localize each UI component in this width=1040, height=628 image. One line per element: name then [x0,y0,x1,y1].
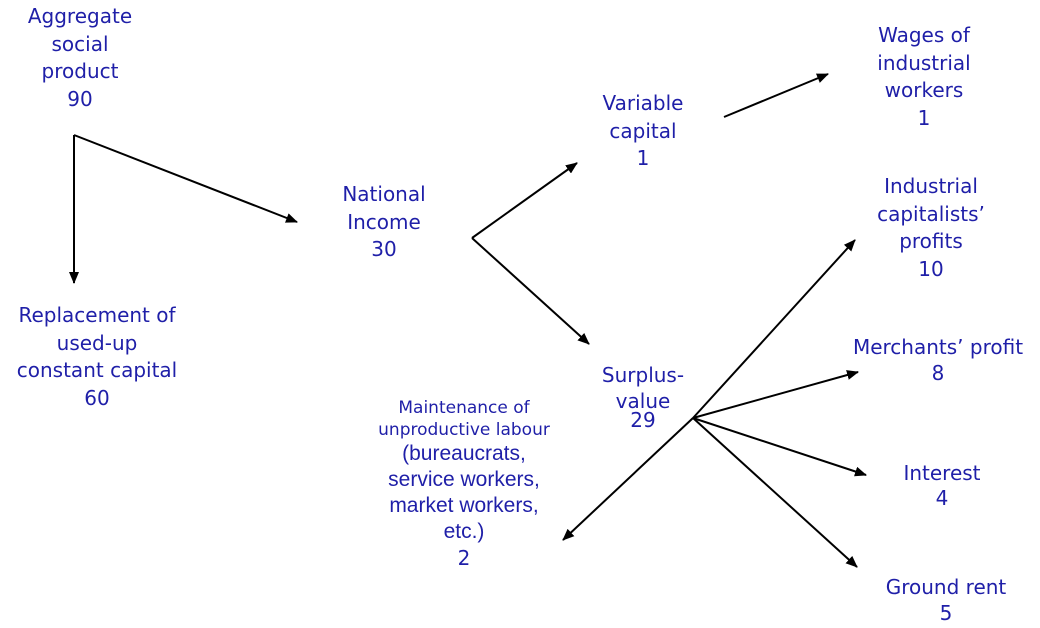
node-label-line: profits [899,229,963,253]
node-value: 30 [371,237,397,261]
node-label-line: industrial [877,50,971,75]
node-label-line: social [51,31,109,56]
node-industrial-capitalists-profits: Industrial capitalists’ profits 10 [856,173,1006,283]
node-label-line: workers [884,78,964,102]
edge-surplus-to-unproductive [562,417,694,541]
edge-surplus-to-merchants-profit [692,370,859,419]
node-aggregate-social-product: Aggregate social product 90 [0,3,160,113]
node-label-line: Variable [602,91,684,115]
edge-national-income-to-surplus-value [471,237,590,345]
node-label-line: capital [609,118,677,143]
edge-aggregate-to-national-income [73,134,298,223]
node-label-line: Maintenance of [398,398,530,418]
node-detail-line: service workers, [388,468,540,491]
node-value: 1 [917,105,931,130]
node-detail-line: etc.) [443,520,485,543]
node-merchants-profit: Merchants’ profit 8 [838,334,1038,386]
node-label-line: used-up [56,330,138,355]
node-label-line: unproductive labour [378,420,550,440]
node-label-line: Income [347,209,421,234]
node-value: 2 [457,546,471,570]
node-national-income: National Income 30 [324,181,444,264]
node-detail-line: market workers, [389,494,539,517]
node-label-line: National [342,182,426,206]
node-surplus-value: Surplus- value 29 [583,362,703,432]
node-ground-rent: Ground rent 5 [866,574,1026,626]
node-value: 1 [636,146,650,170]
node-interest: Interest 4 [872,461,1012,511]
node-label-line: value [615,389,671,413]
node-label-line: constant capital [16,358,178,382]
node-label-line: Aggregate [27,4,133,28]
node-value: 90 [67,86,93,111]
edge-national-income-to-variable-capital [471,162,578,239]
node-value: 4 [935,486,949,510]
node-label-line: Wages of [878,23,970,47]
node-value: 10 [918,256,944,281]
node-wages-industrial-workers: Wages of industrial workers 1 [859,22,989,132]
node-label-line: Surplus- [601,363,685,387]
node-label-line: Ground rent [885,575,1007,599]
node-label-line: capitalists’ [877,201,985,226]
edge-variable-capital-to-wages [723,73,829,118]
node-label-line: Industrial [884,174,978,198]
node-replacement-constant-capital: Replacement of used-up constant capital … [2,302,192,412]
node-label-line: Interest [903,461,981,485]
node-value: 60 [84,385,110,410]
node-unproductive-labour: Maintenance of unproductive labour (bure… [354,397,574,571]
node-value: 5 [939,601,953,625]
node-value: 8 [931,361,945,385]
node-variable-capital: Variable capital 1 [583,90,703,173]
edge-surplus-to-industrial-profits [692,239,856,419]
node-label-line: product [41,59,119,83]
node-label-line: Replacement of [18,303,176,327]
node-label-line: Merchants’ profit [852,335,1024,359]
node-detail-line: (bureaucrats, [402,442,526,465]
node-value: 29 [630,408,656,432]
edge-surplus-to-ground-rent [692,417,858,568]
edge-surplus-to-interest [692,417,867,477]
